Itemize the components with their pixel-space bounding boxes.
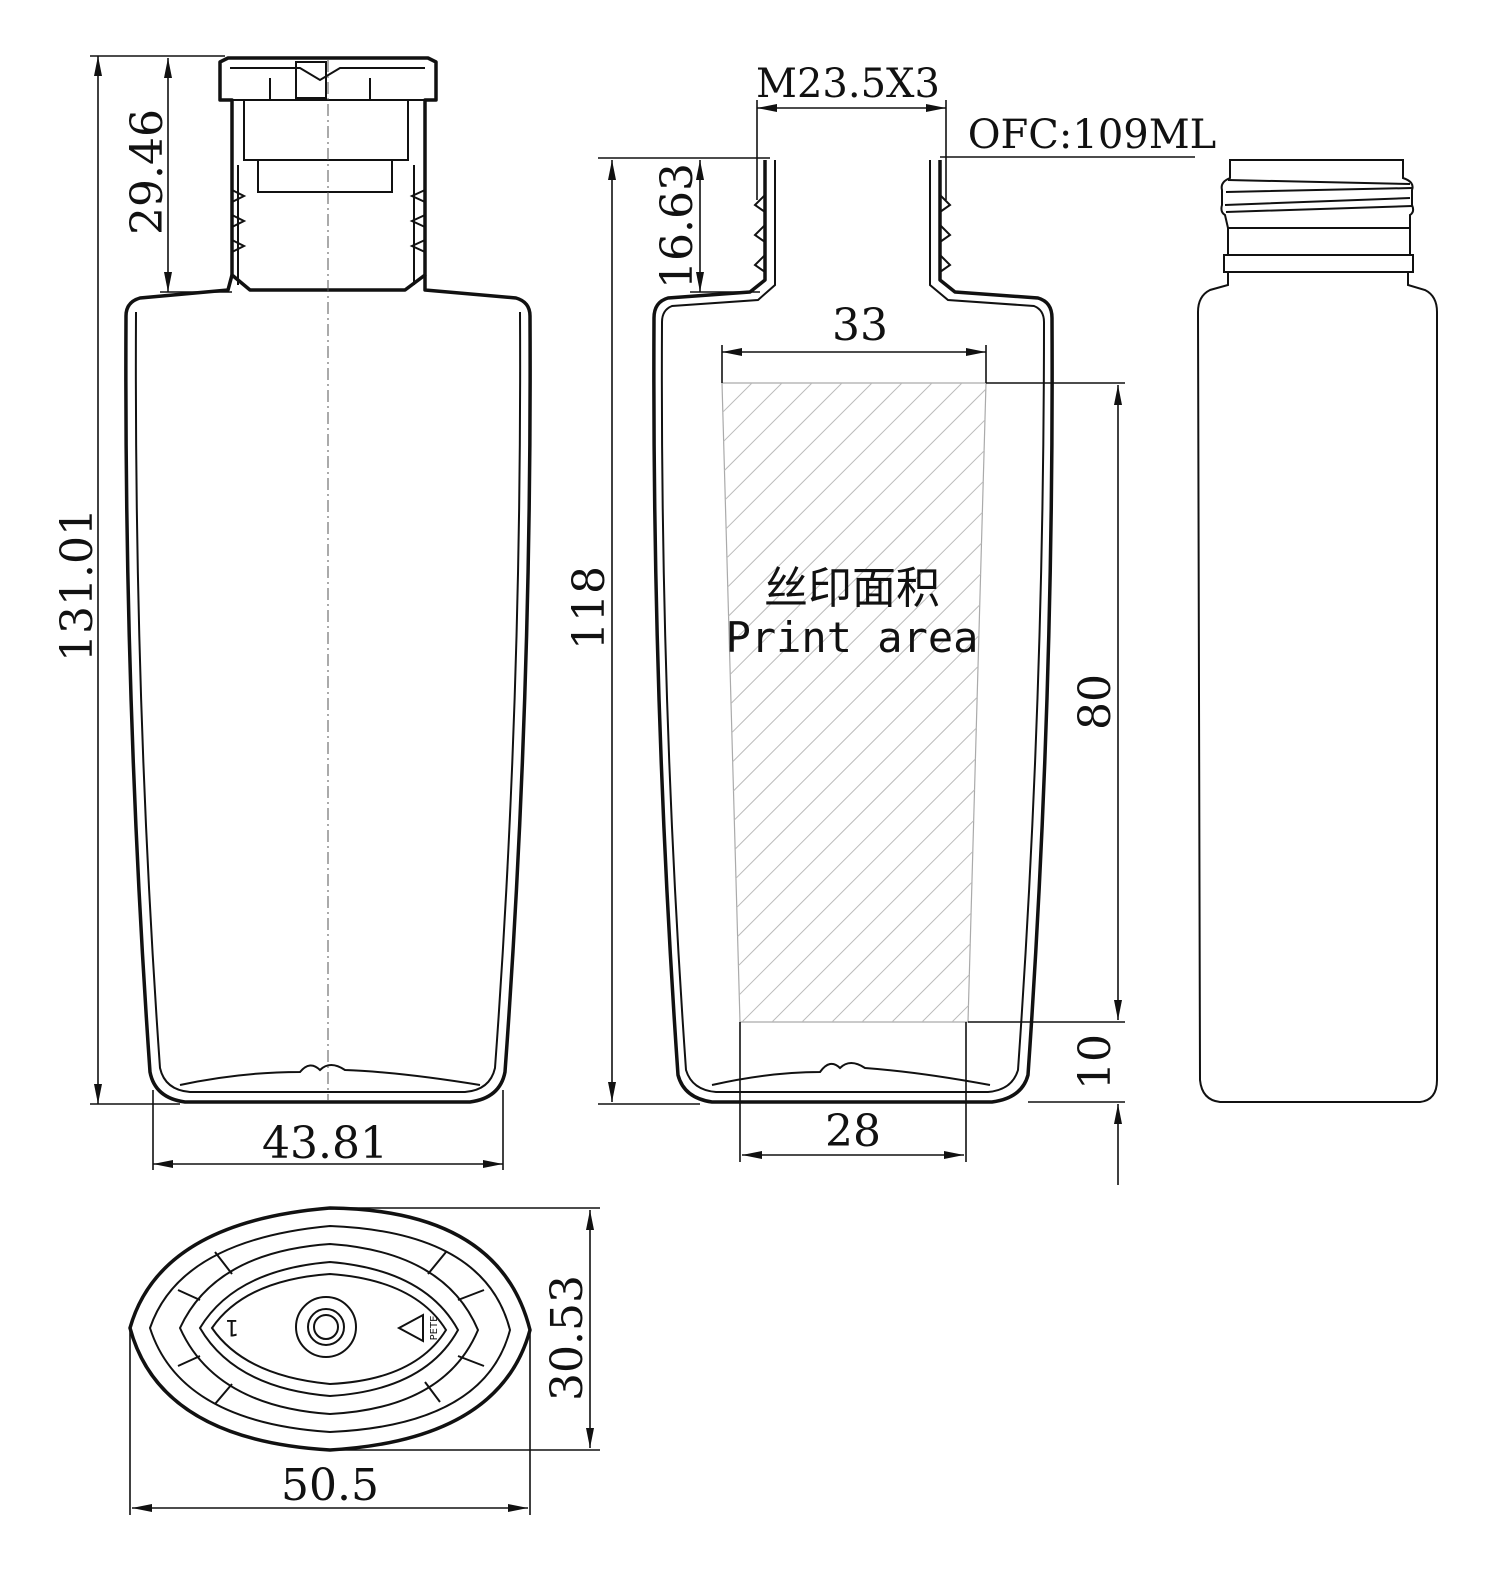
print-area-label-cn: 丝印面积: [764, 563, 940, 614]
bottle-body-outline: [124, 274, 532, 1104]
dim-body-width: 43.81: [262, 1118, 388, 1169]
print-area: 丝印面积 Print area: [721, 382, 987, 1023]
dim-print-bottom-offset: 10: [1070, 1034, 1121, 1090]
recycle-icon: PETE: [396, 1313, 440, 1343]
dim-thread-spec: M23.5X3: [756, 61, 940, 107]
capacity-label: OFC:109ML: [968, 112, 1217, 158]
print-area-label-en: Print area: [726, 613, 979, 662]
cavity-number: 1: [225, 1314, 239, 1339]
side-section-view: 丝印面积 Print area M23.5X3 OFC:109ML 118 16…: [564, 61, 1217, 1185]
dim-neck-height: 16.63: [652, 163, 703, 289]
dim-overall-height: 131.01: [52, 508, 103, 662]
plain-bottle-view: [1196, 159, 1438, 1103]
recycle-code: PETE: [429, 1316, 440, 1341]
dim-cap-height: 29.46: [122, 109, 173, 235]
dim-base-depth: 30.53: [542, 1275, 593, 1401]
front-view-with-cap: 131.01 29.46 43.81: [52, 55, 532, 1170]
bottle-section-outline: [652, 160, 1054, 1104]
dim-print-top-width: 33: [832, 300, 888, 351]
dim-bottle-height: 118: [564, 566, 615, 650]
dim-print-height: 80: [1070, 674, 1121, 730]
dim-base-width: 50.5: [281, 1460, 379, 1511]
dim-print-bottom-width: 28: [825, 1106, 881, 1157]
bottom-view: 1 PETE 30.53 50.5: [128, 1206, 600, 1515]
